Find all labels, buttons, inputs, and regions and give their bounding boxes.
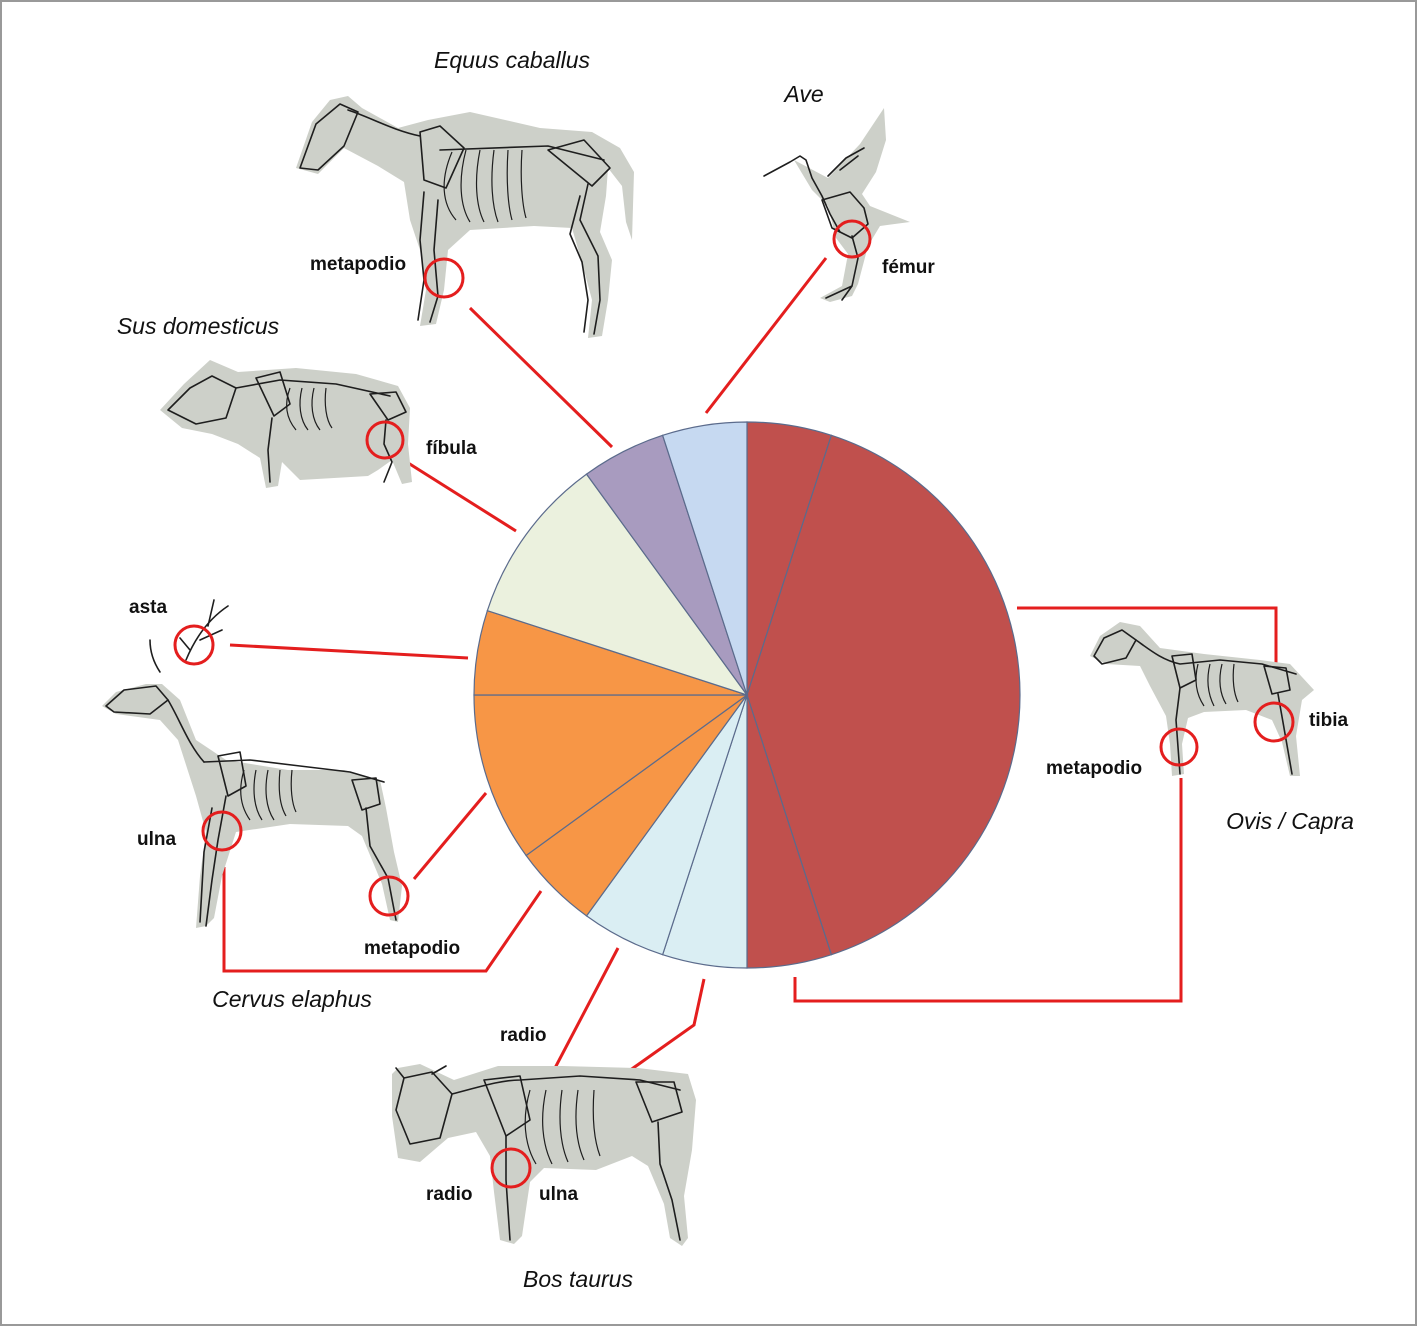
highlight-rings: [173, 219, 1295, 1189]
ring-cervus-asta: [173, 624, 215, 666]
label-ovis-tibia: tibia: [1309, 710, 1348, 731]
pie-slice-cervus-elaphus-b: [473, 694, 749, 857]
connector-ave: [704, 257, 828, 414]
bird-illustration: [763, 108, 910, 302]
label-sus-domesticus: Sus domesticus: [117, 313, 280, 339]
ring-sus-fibula: [365, 420, 405, 460]
connector-ovis-metapodio: [793, 778, 1183, 1003]
horse-illustration: [296, 96, 634, 338]
label-sus-fibula: fíbula: [426, 438, 477, 459]
connector-cervus-asta: [229, 643, 469, 660]
connector-equus: [468, 306, 614, 449]
label-ave: Ave: [782, 81, 823, 107]
pie-slice-sus-domesticus: [486, 473, 749, 697]
pie-slice-ave: [661, 421, 748, 696]
label-bos-ulna: ulna: [539, 1184, 578, 1205]
label-cervus-elaphus: Cervus elaphus: [212, 986, 372, 1012]
pie-slice-ovis-capra-b: [746, 434, 1021, 956]
label-cervus-asta: asta: [129, 597, 167, 618]
species-labels: Equus caballus Ave Sus domesticus Cervus…: [117, 47, 1354, 1292]
label-equus-metapodio: metapodio: [310, 254, 406, 275]
connector-lines: [222, 257, 1278, 1143]
connector-cervus-ulna: [222, 867, 543, 973]
deer-illustration: [102, 599, 402, 928]
label-ave-femur: fémur: [882, 257, 935, 278]
pie-chart: [473, 421, 1021, 969]
label-cervus-ulna: ulna: [137, 829, 176, 850]
ring-bos-radio-ulna: [490, 1147, 532, 1189]
label-bos-radio-top: radio: [500, 1025, 546, 1046]
ring-ave-femur: [832, 219, 872, 259]
ring-cervus-ulna: [201, 810, 243, 852]
label-ovis-metapodio: metapodio: [1046, 758, 1142, 779]
label-ovis-capra: Ovis / Capra: [1226, 808, 1354, 834]
ring-cervus-metapodio: [368, 875, 410, 917]
connector-sus: [404, 459, 517, 533]
bone-labels: metapodio fémur fíbula asta ulna metapod…: [129, 254, 1348, 1205]
cow-illustration: [392, 1064, 696, 1246]
ring-equus-metapodio: [423, 257, 465, 299]
ring-ovis-metapodio: [1159, 727, 1199, 767]
sheep-illustration: [1090, 622, 1314, 776]
label-equus-caballus: Equus caballus: [434, 47, 590, 73]
label-bos-radio-bottom: radio: [426, 1184, 472, 1205]
label-cervus-metapodio: metapodio: [364, 938, 460, 959]
connector-ovis-tibia: [1017, 606, 1278, 689]
connector-cervus-metapodio: [412, 792, 488, 880]
pig-illustration: [160, 360, 412, 488]
ring-ovis-tibia: [1253, 701, 1295, 743]
label-bos-taurus: Bos taurus: [523, 1266, 633, 1292]
